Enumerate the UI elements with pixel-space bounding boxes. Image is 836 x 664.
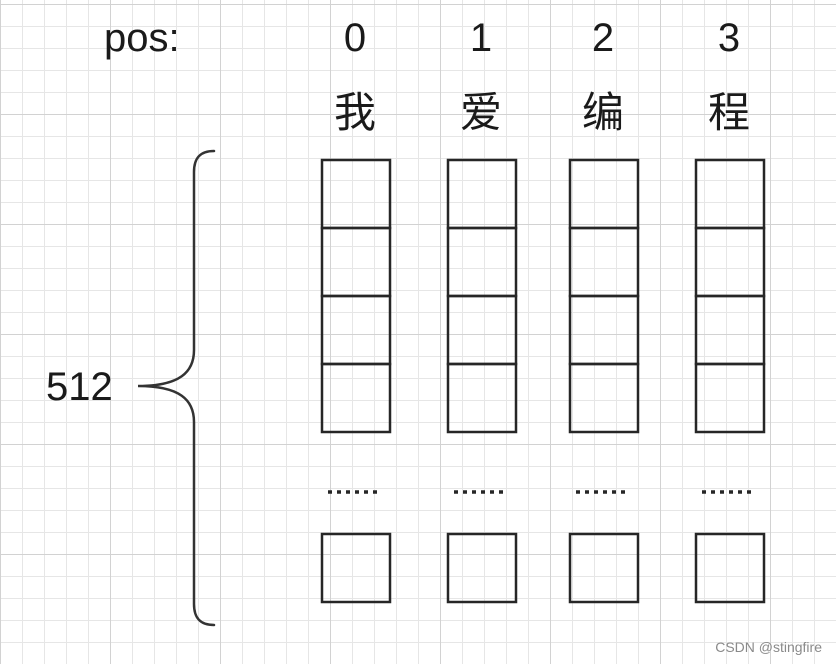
embedding-cell-last (568, 532, 640, 604)
embedding-cell (320, 226, 392, 298)
token-2: 编 (581, 88, 624, 137)
embedding-cell (568, 226, 640, 298)
embedding-cell (320, 158, 392, 230)
embedding-cell (694, 158, 766, 230)
embedding-cell (446, 226, 518, 298)
embedding-cell (568, 362, 640, 434)
embedding-cell (446, 158, 518, 230)
position-index-3: 3 (717, 16, 741, 60)
watermark: CSDN @stingfire (715, 639, 822, 655)
token-3: 程 (707, 88, 750, 137)
embedding-cell-last (694, 532, 766, 604)
embedding-cell (694, 294, 766, 366)
embedding-cell (568, 158, 640, 230)
embedding-column-3 (694, 158, 766, 604)
position-index-1: 1 (469, 16, 493, 60)
embedding-cell (568, 294, 640, 366)
embedding-cell-last (446, 532, 518, 604)
embedding-column-1 (446, 158, 518, 604)
embedding-cell (446, 362, 518, 434)
position-index-0: 0 (343, 16, 367, 60)
embedding-cell-last (320, 532, 392, 604)
embedding-column-0 (320, 158, 392, 604)
embedding-cell (446, 294, 518, 366)
curly-brace (137, 149, 216, 627)
embedding-cell (694, 226, 766, 298)
position-index-2: 2 (591, 16, 615, 60)
token-1: 爱 (459, 88, 502, 137)
embedding-cell (694, 362, 766, 434)
token-0: 我 (333, 88, 376, 137)
pos-label: pos: (104, 16, 180, 60)
embedding-dimension-label: 512 (46, 365, 113, 409)
embedding-column-2 (568, 158, 640, 604)
embedding-cell (320, 294, 392, 366)
embedding-cell (320, 362, 392, 434)
